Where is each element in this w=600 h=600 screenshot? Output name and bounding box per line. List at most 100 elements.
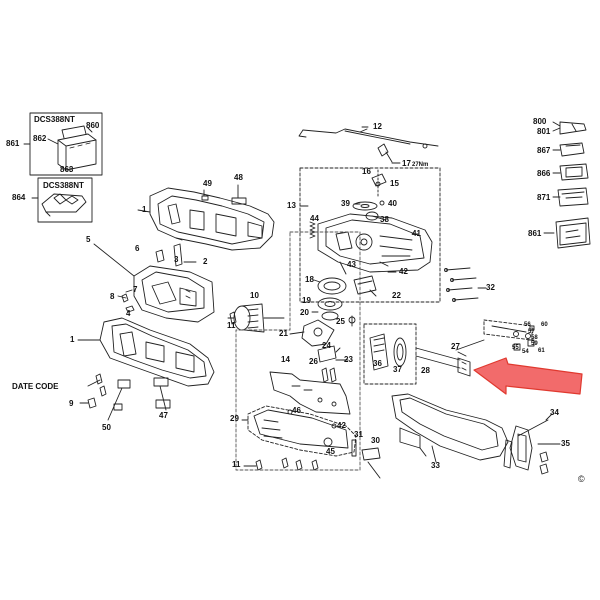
part-label-867: 867	[537, 146, 551, 155]
part-label-50: 50	[102, 423, 111, 432]
kit-box-864	[31, 177, 93, 223]
part-label-15: 15	[390, 179, 399, 188]
part-label-59: 59	[531, 341, 538, 347]
part-label-47: 47	[159, 411, 168, 420]
part-label-60: 60	[541, 322, 548, 328]
part-label-5: 5	[86, 235, 91, 244]
part-label-21: 21	[279, 329, 288, 338]
part-label-23: 23	[344, 355, 353, 364]
part-label-33: 33	[431, 461, 440, 470]
gear-group	[301, 275, 377, 347]
label-plates	[107, 377, 171, 421]
part-label-18: 18	[305, 275, 314, 284]
part-label-860: 860	[86, 121, 100, 130]
part-label-1-lower: 1	[70, 335, 75, 344]
part-label-30: 30	[371, 436, 380, 445]
part-label-54: 54	[522, 349, 529, 355]
part-label-22: 22	[392, 291, 401, 300]
part-label-12: 12	[373, 122, 382, 131]
part-label-36: 36	[373, 359, 382, 368]
part-label-8: 8	[110, 292, 115, 301]
part-label-863: 863	[60, 165, 74, 174]
kit-box-861	[23, 112, 103, 176]
date-code-label: DATE CODE	[12, 382, 59, 391]
part-label-27: 27	[451, 342, 460, 351]
part-label-46: 46	[292, 406, 301, 415]
part-label-41: 41	[412, 229, 421, 238]
housing-half-1	[137, 184, 275, 251]
rod-12	[298, 128, 439, 149]
part-label-6: 6	[135, 244, 140, 253]
part-label-48: 48	[234, 173, 243, 182]
bolt-group	[371, 143, 393, 197]
part-label-801: 801	[537, 127, 551, 136]
part-label-49: 49	[203, 179, 212, 188]
part-label-26: 26	[309, 357, 318, 366]
washers	[352, 200, 385, 221]
red-pointer-arrow	[473, 357, 583, 395]
electronics-5	[93, 243, 215, 323]
handle-33	[391, 393, 509, 461]
parts-23-24-26	[317, 345, 349, 383]
kit-ref-864: 864	[12, 193, 26, 202]
small-parts-6-3-2	[155, 237, 197, 267]
part-label-4: 4	[126, 309, 131, 318]
part-label-13: 13	[287, 201, 296, 210]
part-label-43: 43	[347, 260, 356, 269]
part-label-45: 45	[326, 447, 335, 456]
part-label-39: 39	[341, 199, 350, 208]
part-label-58: 58	[531, 335, 538, 341]
rod-27	[455, 319, 535, 351]
kit-title-top: DCS388NT	[34, 115, 75, 124]
kit-title-mid: DCS388NT	[43, 181, 84, 190]
part-label-11: 11	[227, 321, 236, 330]
part-label-25: 25	[336, 317, 345, 326]
leader-lines	[289, 126, 559, 463]
part-label-19: 19	[302, 296, 311, 305]
part-label-1-upper: 1	[142, 205, 147, 214]
cover-29	[241, 405, 357, 457]
part-label-32: 32	[486, 283, 495, 292]
part-label-17: 17	[402, 159, 411, 168]
parts-30-31	[351, 439, 381, 479]
part-label-61: 61	[538, 348, 545, 354]
part-label-37: 37	[393, 365, 402, 374]
part-label-28: 28	[421, 366, 430, 375]
part-label-34: 34	[550, 408, 559, 417]
copyright-mark: ©	[578, 474, 585, 484]
part-label-31: 31	[354, 430, 363, 439]
screws-9	[79, 373, 107, 409]
part-label-35: 35	[561, 439, 570, 448]
pins-32	[444, 267, 487, 302]
part-label-24: 24	[322, 341, 331, 350]
part-label-55: 55	[512, 345, 519, 351]
part-label-866: 866	[537, 169, 551, 178]
part-label-57: 57	[528, 329, 535, 335]
part-label-11-lower: 11	[232, 460, 241, 469]
screws-11-bottom	[243, 457, 319, 471]
part-label-29: 29	[230, 414, 239, 423]
part-label-800: 800	[533, 117, 547, 126]
part-label-20: 20	[300, 308, 309, 317]
blade-14	[269, 371, 351, 415]
part-label-44: 44	[310, 214, 319, 223]
housing-half-1-lower	[77, 317, 215, 387]
clamp-34	[503, 413, 561, 475]
part-label-42-upper: 42	[399, 267, 408, 276]
motor-10	[227, 303, 285, 333]
part-label-10: 10	[250, 291, 259, 300]
part-label-871: 871	[537, 193, 551, 202]
accessory-column	[543, 121, 591, 249]
torque-27nm: 27Nm	[412, 162, 429, 168]
part-label-56: 56	[524, 322, 531, 328]
part-label-38: 38	[380, 215, 389, 224]
part-label-3: 3	[174, 255, 179, 264]
part-label-42-lower: 42	[337, 421, 346, 430]
part-label-14: 14	[281, 355, 290, 364]
bracket-36-37-28	[363, 323, 471, 385]
part-label-862: 862	[33, 134, 47, 143]
spring-44	[309, 221, 316, 239]
part-label-9: 9	[69, 399, 74, 408]
part-label-16: 16	[362, 167, 371, 176]
